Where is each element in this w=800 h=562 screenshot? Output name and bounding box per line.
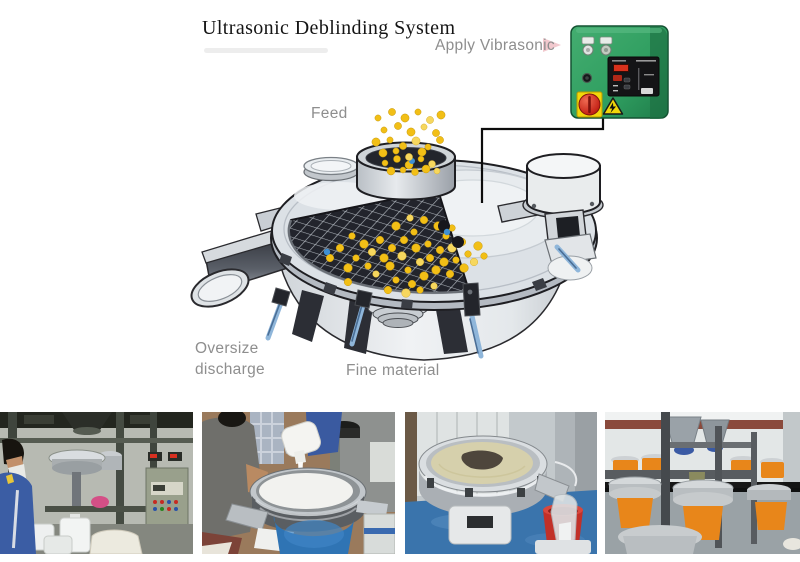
power-wire — [480, 116, 605, 203]
label-feed: Feed — [311, 105, 348, 122]
warning-triangle-icon — [602, 97, 624, 115]
photo-strip — [0, 412, 800, 554]
rim-clamps — [265, 282, 484, 359]
machine-leg — [292, 290, 324, 342]
photo-factory-floor — [605, 412, 800, 554]
particles-on-mesh — [323, 214, 488, 298]
indicator-lights — [581, 36, 613, 56]
diagram-title: Ultrasonic Deblinding System — [202, 17, 456, 39]
machine-illustration — [190, 25, 669, 361]
photo-pouring-powder — [202, 412, 395, 554]
photo-operator-plant — [0, 412, 193, 554]
near-machines — [608, 476, 791, 540]
ultrasonic-deblinding-diagram: Ultrasonic Deblinding System Apply Vibra… — [190, 17, 669, 379]
photo-sieve-discharge — [405, 412, 597, 554]
label-apply-vibrasonic: Apply Vibrasonic — [435, 37, 555, 54]
particles-in-inlet — [381, 155, 441, 176]
label-fine-material: Fine material — [346, 362, 440, 379]
label-oversize-discharge: Oversize discharge — [195, 340, 265, 378]
ultrasonic-transducer — [497, 153, 604, 281]
ultrasonic-generator-box — [570, 25, 669, 119]
inspection-cap — [303, 156, 359, 182]
main-power-switch — [576, 91, 603, 118]
apply-arrow-icon — [543, 38, 561, 52]
particles-falling — [371, 108, 446, 161]
generator-display-panel — [607, 56, 660, 97]
machine-leg — [434, 298, 468, 354]
faded-watermark — [204, 48, 328, 53]
oversize-discharge-spout — [190, 205, 295, 308]
